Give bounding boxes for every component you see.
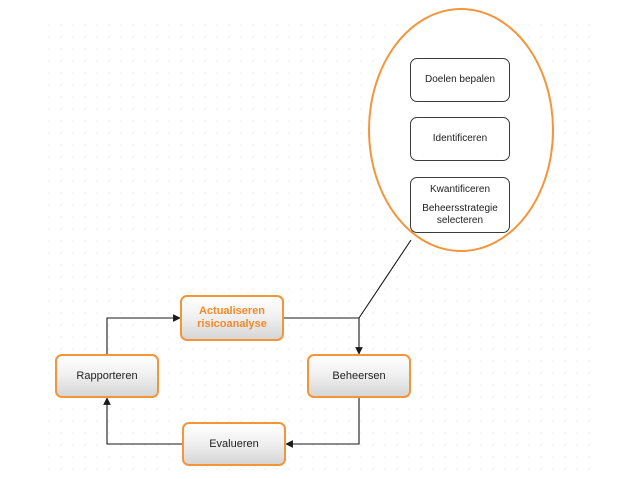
sub-step-identificeren-label: Identificeren [432,133,488,145]
step-rapporteren-label: Rapporteren [76,369,138,382]
sub-step-kwantificeren-beheersstrategie: Kwantificeren Beheersstrategie selectere… [410,177,510,233]
step-actualiseren-label: Actualiseren risicoanalyse [197,305,267,330]
sub-step-doelen-bepalen: Doelen bepalen [410,58,510,102]
sub-step-kwantificeren-label: Kwantificeren [429,183,491,195]
step-evalueren-label: Evalueren [209,437,259,450]
step-actualiseren-risicoanalyse: Actualiseren risicoanalyse [180,295,284,341]
step-evalueren: Evalueren [182,422,286,466]
sub-step-identificeren: Identificeren [410,117,510,161]
step-beheersen: Beheersen [307,354,411,398]
step-rapporteren: Rapporteren [55,354,159,398]
step-beheersen-label: Beheersen [332,369,386,382]
sub-step-beheersstrategie-label: Beheersstrategie selecteren [422,203,498,226]
sub-step-doelen-bepalen-label: Doelen bepalen [424,74,496,86]
